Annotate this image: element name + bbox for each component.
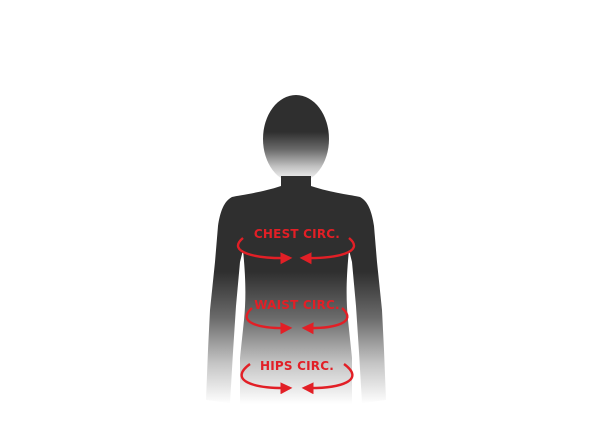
- chest-arrow-left: [236, 237, 293, 265]
- waist-measurement: WAIST CIRC.: [245, 298, 349, 335]
- waist-label: WAIST CIRC.: [254, 298, 340, 312]
- hips-label: HIPS CIRC.: [260, 359, 334, 373]
- torso-shape: [206, 176, 386, 404]
- chest-measurement: CHEST CIRC.: [236, 227, 356, 265]
- chest-label: CHEST CIRC.: [254, 227, 340, 241]
- waist-arrow-right: [301, 307, 349, 335]
- chest-arrow-right: [299, 237, 356, 265]
- hips-measurement: HIPS CIRC.: [240, 359, 354, 395]
- waist-arrow-left: [245, 307, 293, 335]
- hips-arrow-left: [240, 363, 293, 395]
- hips-arrow-right: [301, 363, 354, 395]
- head-shape: [263, 95, 329, 183]
- body-silhouette: [206, 95, 386, 404]
